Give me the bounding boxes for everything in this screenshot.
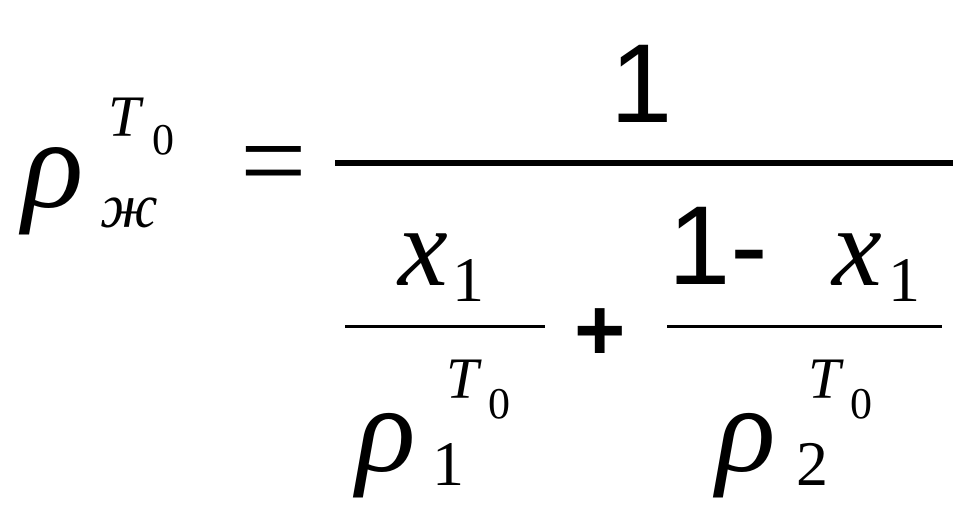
- term2-denominator-sup-zero: 0: [850, 379, 872, 428]
- lhs-superscript-t: T: [108, 84, 141, 149]
- term1-denominator-sup-zero: 0: [488, 379, 510, 428]
- lhs-superscript-zero: 0: [152, 115, 174, 164]
- term2-denominator-sub: 2: [796, 428, 828, 499]
- lhs-rho-symbol: ρ: [22, 93, 84, 235]
- main-numerator: 1: [610, 21, 673, 146]
- term2-fraction-bar: [667, 325, 942, 328]
- term1-denominator-rho: ρ: [356, 361, 416, 498]
- equals-sign: =: [240, 95, 307, 226]
- main-fraction-bar: [335, 160, 953, 166]
- lhs-subscript-zh: ж: [100, 173, 158, 241]
- term2-numerator-lead: 1-: [668, 183, 768, 308]
- term1-numerator-sub: 1: [452, 244, 484, 315]
- term1-fraction-bar: [345, 325, 545, 328]
- term2-numerator-x: x: [832, 186, 882, 310]
- term2-numerator-sub: 1: [888, 244, 920, 315]
- term1-denominator-sub: 1: [432, 428, 464, 499]
- term2-denominator-sup-t: T: [808, 346, 841, 411]
- term2-denominator-rho: ρ: [716, 361, 776, 498]
- term1-denominator-sup-t: T: [446, 346, 479, 411]
- plus-sign: +: [574, 280, 626, 379]
- term1-numerator-x: x: [398, 186, 448, 310]
